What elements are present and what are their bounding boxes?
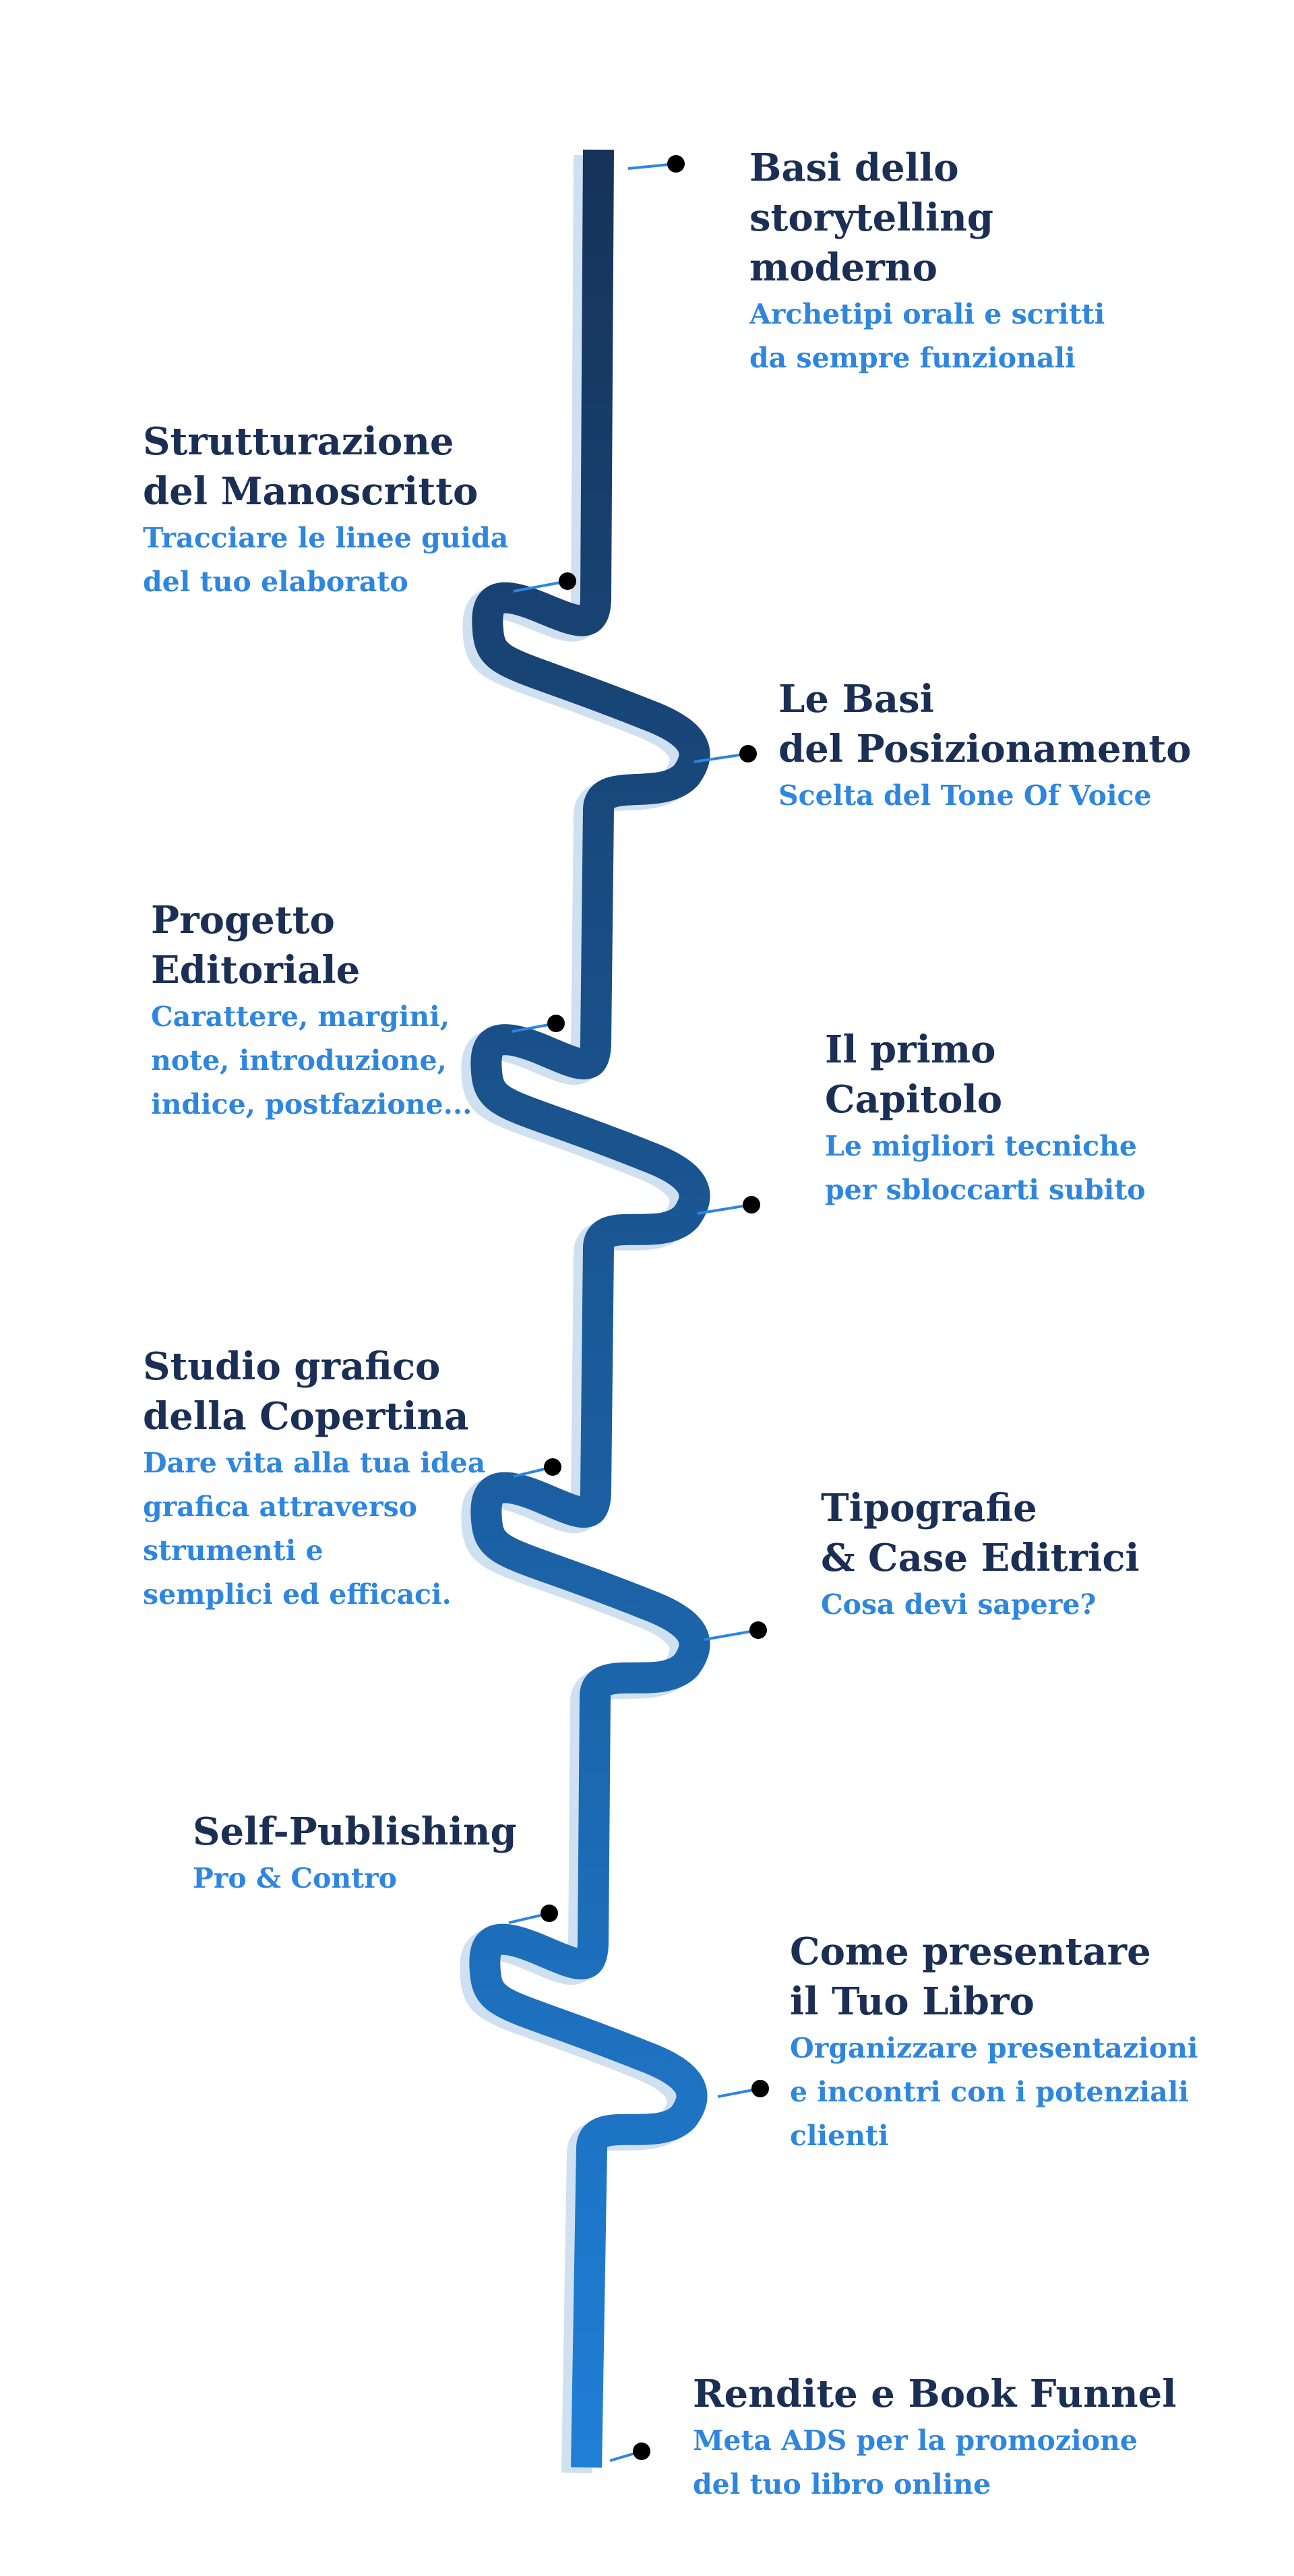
milestone-dot [743, 1196, 760, 1214]
milestone-dot [633, 2443, 650, 2460]
step-description: Le migliori tecniche per sbloccarti subi… [825, 1130, 1146, 1206]
road-ribbon [469, 149, 710, 2468]
milestone-dot [749, 1621, 767, 1639]
step-description: Cosa devi sapere? [821, 1588, 1097, 1621]
step-title: Progetto Editoriale [151, 898, 361, 992]
connector-line [704, 1629, 759, 1641]
connector-line [697, 1203, 752, 1215]
step-title: Il primo Capitolo [825, 1027, 1003, 1122]
step-title: Le Basi del Posizionamento [778, 677, 1192, 771]
step-basi-storytelling: Basi dello storytelling moderno Archetip… [749, 143, 1127, 380]
step-self-publishing: Self-Publishing Pro & Contro [193, 1807, 584, 1900]
step-description: Carattere, margini, note, introduzione, … [151, 1000, 472, 1120]
step-presentare-libro: Come presentare il Tuo Libro Organizzare… [790, 1927, 1275, 2158]
step-title: Come presentare il Tuo Libro [790, 1929, 1151, 2024]
step-title: Basi dello storytelling moderno [749, 146, 993, 290]
milestone-dot [544, 1458, 561, 1476]
step-description: Tracciare le linee guida del tuo elabora… [143, 522, 509, 598]
step-primo-capitolo: Il primo Capitolo Le migliori tecniche p… [825, 1025, 1229, 1212]
step-title: Self-Publishing [193, 1809, 517, 1854]
step-strutturazione-manoscritto: Strutturazione del Manoscritto Tracciare… [143, 417, 561, 604]
step-description: Organizzare presentazioni e incontri con… [790, 2032, 1198, 2152]
milestone-dot [667, 155, 685, 173]
step-description: Dare vita alla tua idea grafica attraver… [143, 1447, 486, 1611]
step-title: Tipografie & Case Editrici [821, 1486, 1140, 1580]
milestone-dot [751, 2080, 769, 2097]
step-rendite-book-funnel: Rendite e Book Funnel Meta ADS per la pr… [693, 2369, 1232, 2507]
milestone-dot [547, 1015, 565, 1032]
step-title: Strutturazione del Manoscritto [143, 419, 479, 514]
connector-line [694, 752, 749, 763]
step-progetto-editoriale: Progetto Editoriale Carattere, margini, … [151, 895, 528, 1127]
milestone-dot [739, 745, 757, 762]
step-studio-copertina: Studio grafico della Copertina Dare vita… [143, 1342, 561, 1617]
milestone-dot [559, 572, 576, 590]
milestone-dot [541, 1905, 558, 1922]
step-description: Pro & Contro [193, 1862, 398, 1894]
step-title: Rendite e Book Funnel [693, 2372, 1177, 2416]
connector-line [513, 580, 568, 593]
step-title: Studio grafico della Copertina [143, 1344, 469, 1439]
step-description: Scelta del Tone Of Voice [778, 779, 1152, 812]
step-description: Archetipi orali e scritti da sempre funz… [749, 298, 1105, 374]
step-description: Meta ADS per la promozione del tuo libro… [693, 2424, 1138, 2500]
step-basi-posizionamento: Le Basi del Posizionamento Scelta del To… [778, 674, 1250, 818]
step-tipografie: Tipografie & Case Editrici Cosa devi sap… [821, 1483, 1252, 1627]
